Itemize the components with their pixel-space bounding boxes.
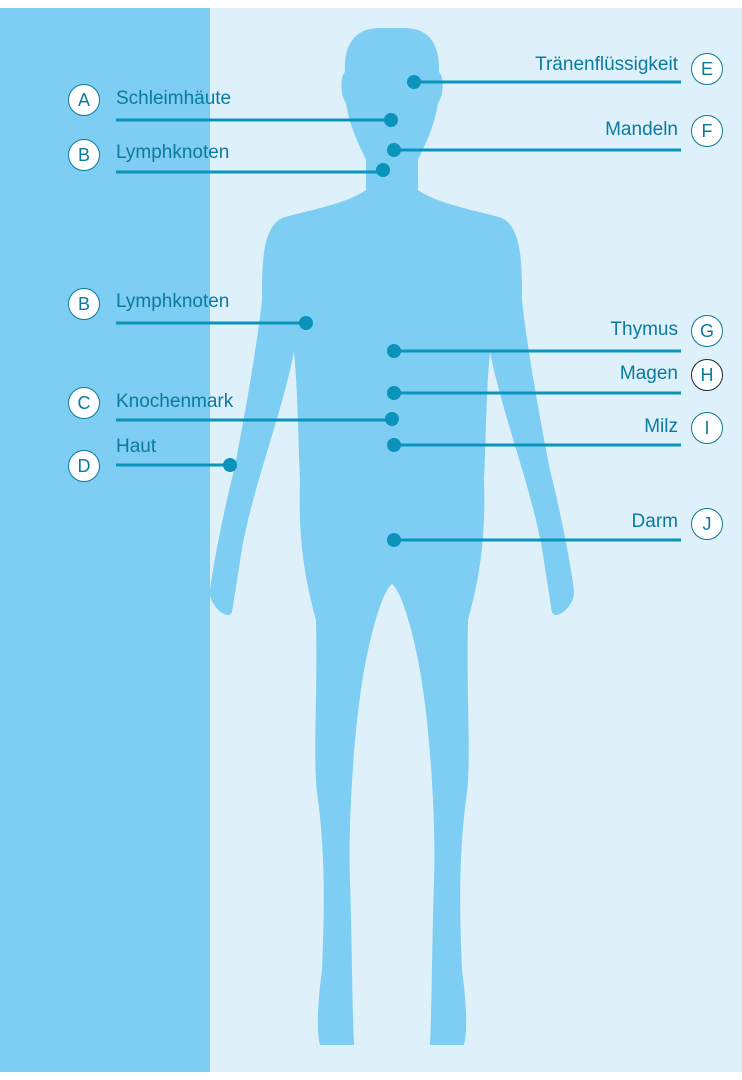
label-magen: Magen — [620, 363, 678, 385]
badge-e: E — [691, 53, 723, 85]
dot-mandeln — [387, 143, 401, 157]
dot-lymphknoten-arm — [299, 316, 313, 330]
label-darm: Darm — [632, 511, 678, 533]
label-knochenmark: Knochenmark — [116, 391, 233, 413]
dot-traenenfluessigkeit — [407, 75, 421, 89]
dot-schleimhaeute — [384, 113, 398, 127]
dot-magen — [387, 386, 401, 400]
dot-knochenmark — [385, 412, 399, 426]
dot-darm — [387, 533, 401, 547]
label-mandeln: Mandeln — [605, 119, 678, 141]
badge-g: G — [691, 315, 723, 347]
badge-c: C — [68, 387, 100, 419]
badge-i: I — [691, 412, 723, 444]
badge-a: A — [68, 84, 100, 116]
badge-d: D — [68, 450, 100, 482]
label-milz: Milz — [644, 416, 678, 438]
dot-lymphknoten-neck — [376, 163, 390, 177]
label-schleimhaeute: Schleimhäute — [116, 88, 231, 110]
label-thymus: Thymus — [610, 319, 678, 341]
label-haut: Haut — [116, 436, 156, 458]
dot-milz — [387, 438, 401, 452]
dot-thymus — [387, 344, 401, 358]
dot-haut — [223, 458, 237, 472]
badge-f: F — [691, 115, 723, 147]
badge-j: J — [691, 508, 723, 540]
badge-b-neck: B — [68, 139, 100, 171]
label-lymphknoten-neck: Lymphknoten — [116, 142, 229, 164]
label-traenenfluessigkeit: Tränenflüssigkeit — [535, 54, 678, 76]
badge-b-arm: B — [68, 288, 100, 320]
label-lymphknoten-arm: Lymphknoten — [116, 291, 229, 313]
badge-h: H — [691, 359, 723, 391]
